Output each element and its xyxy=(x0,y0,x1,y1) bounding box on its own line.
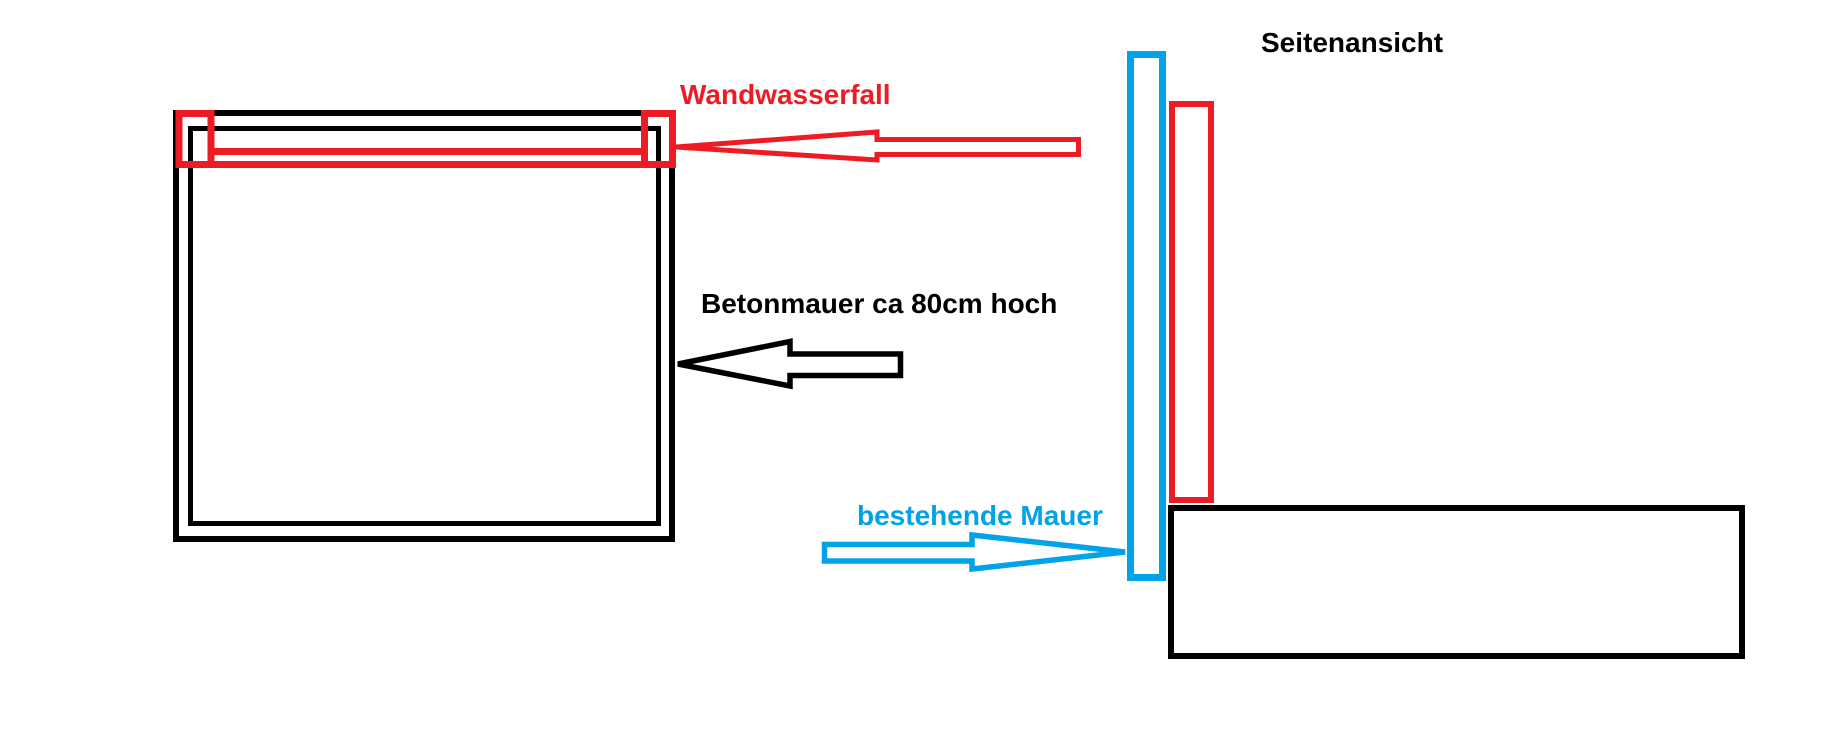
bestehende-mauer-label: bestehende Mauer xyxy=(857,500,1103,531)
seitenansicht-title: Seitenansicht xyxy=(1261,27,1444,58)
side-view-existing-wall-bar xyxy=(1127,51,1166,581)
waterfall-channel-right-box xyxy=(641,110,676,168)
side-view-base-block xyxy=(1168,505,1745,659)
side-view-waterfall-bar xyxy=(1169,101,1214,503)
wandwasserfall-label: Wandwasserfall xyxy=(680,79,891,110)
wandwasserfall-arrow xyxy=(675,129,1081,163)
plan-view-inner-wall xyxy=(188,126,661,526)
waterfall-channel-left-box xyxy=(175,110,215,168)
betonmauer-arrow xyxy=(677,338,904,390)
bestehende-mauer-arrow xyxy=(821,531,1126,573)
plan-view-outer-wall xyxy=(173,110,675,542)
betonmauer-label: Betonmauer ca 80cm hoch xyxy=(701,288,1058,319)
